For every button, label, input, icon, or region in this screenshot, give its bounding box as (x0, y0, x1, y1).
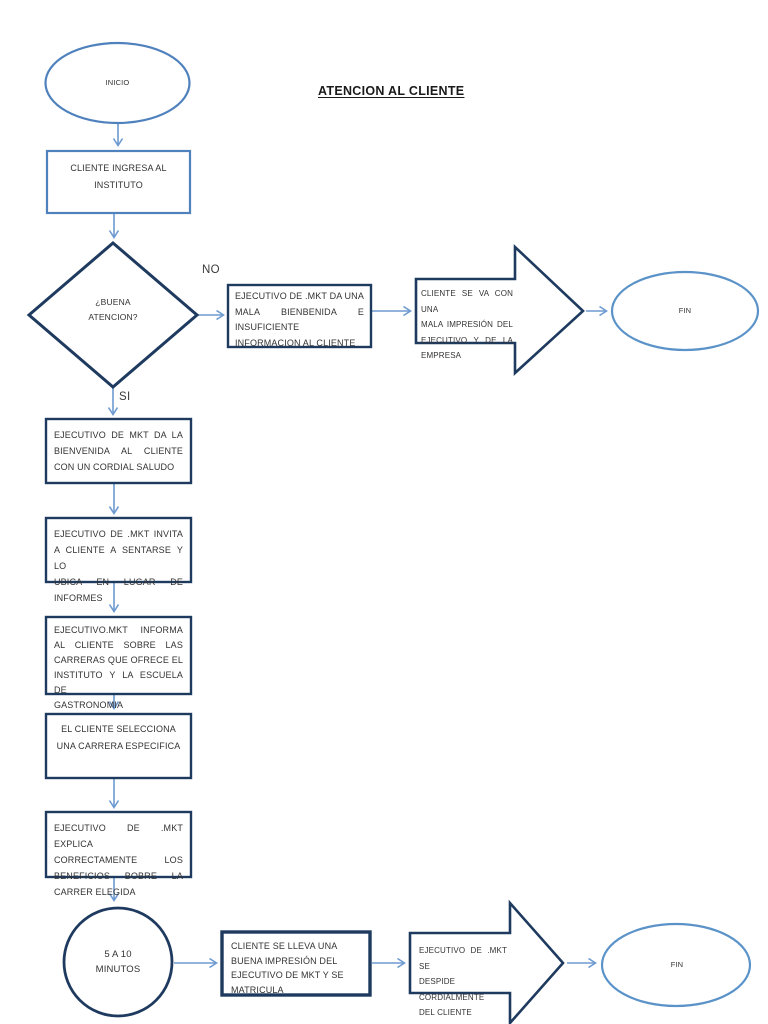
text-line: CON UN CORDIAL SALUDO (54, 462, 175, 472)
text-line: INICIO (105, 78, 130, 87)
page-title: ATENCION AL CLIENTE (318, 84, 465, 98)
informa-carreras-label: EJECUTIVO.MKT INFORMA AL CLIENTE SOBRE L… (54, 623, 183, 713)
text-line: CLIENTE SE LLEVA UNA (231, 941, 338, 951)
fin-si-label: FIN (604, 928, 750, 1002)
text-line: EJECUTIVO DE MKT Y SE (231, 970, 344, 980)
branch-label-si: SI (119, 391, 131, 403)
cliente-ingresa-rect (45, 149, 192, 215)
text-line: INFORMES (54, 593, 103, 603)
text-line: FIN (678, 306, 692, 315)
text-line: CARRERAS QUE OFRECE EL (54, 655, 183, 665)
text-line: EJECUTIVO DE MKT DA LA (54, 430, 183, 440)
cliente-se-va-block-arrow (414, 243, 585, 376)
text-line: EMPRESA (421, 351, 462, 360)
selecciona-carrera-label: EL CLIENTE SELECCIONA UNA CARRERA ESPECI… (54, 721, 183, 755)
bienvenida-cordial-rect (44, 417, 193, 485)
text-line: EJECUTIVO DE .MKT EXPLICA (54, 823, 183, 849)
text-line: BUENA IMPRESIÓN DEL (231, 955, 338, 966)
fin-no-ellipse (610, 270, 760, 352)
text-line: BIENVENIDA AL CLIENTE (54, 446, 183, 456)
text-line: EJECUTIVO DE .MKT DA UNA (235, 291, 364, 301)
text-line: EJECUTIVO DE .MKT SE (419, 946, 507, 971)
bienvenida-cordial-label: EJECUTIVO DE MKT DA LA BIENVENIDA AL CLI… (54, 427, 183, 475)
text-line: BENEFICIOS BOBRE LA (54, 871, 183, 881)
fin-no-label: FIN (612, 274, 758, 348)
text-line: INSTITUTO (94, 180, 143, 190)
text-line: 5 A 10 (104, 949, 132, 960)
text-line: CLIENTE SE VA CON UNA (421, 289, 513, 314)
informa-carreras-rect (44, 615, 193, 696)
text-line: DEL CLIENTE (419, 1008, 472, 1017)
selecciona-carrera-rect (44, 712, 193, 780)
text-line: INSUFICIENTE (235, 322, 300, 332)
text-line: EJECUTIVO DE .MKT INVITA (54, 529, 183, 539)
text-line: UBICA EN LUGAR DE (54, 577, 183, 587)
branch-label-no: NO (202, 264, 220, 276)
fin-si-ellipse (600, 922, 752, 1008)
invita-sentarse-label: EJECUTIVO DE .MKT INVITA A CLIENTE A SEN… (54, 526, 183, 606)
text-line: A CLIENTE A SENTARSE Y LO (54, 545, 183, 571)
invita-sentarse-rect (44, 516, 193, 584)
buena-atencion-diamond (26, 241, 200, 389)
buena-impresion-label: CLIENTE SE LLEVA UNA BUENA IMPRESIÓN DEL… (231, 939, 362, 997)
text-line: EJECUTIVO Y DE LA (421, 335, 513, 345)
despedida-block-arrow (408, 899, 565, 1024)
text-line: MALA BIENBENIDA E (235, 306, 364, 317)
text-line: AL CLIENTE SOBRE LAS (54, 640, 183, 650)
text-line: CORRECTAMENTE LOS (54, 855, 183, 865)
explica-beneficios-label: EJECUTIVO DE .MKT EXPLICA CORRECTAMENTE … (54, 820, 183, 900)
text-line: CARRER ELEGIDA (54, 887, 136, 897)
mala-bienvenida-rect (226, 283, 373, 349)
text-line: MALA IMPRESIÓN DEL (421, 320, 513, 329)
text-line: INFORMACION AL CLIENTE (235, 337, 356, 348)
duracion-label: 5 A 10 MINUTOS (64, 910, 172, 1014)
text-line: CLIENTE INGRESA AL (70, 163, 167, 173)
text-line: INSTITUTO Y LA ESCUELA DE (54, 670, 183, 695)
explica-beneficios-rect (44, 810, 193, 879)
inicio-ellipse (44, 41, 191, 125)
inicio-label: INICIO (47, 45, 188, 121)
text-line: EJECUTIVO.MKT INFORMA (54, 625, 183, 635)
buena-impresion-rect (220, 930, 372, 997)
text-line: ¿BUENA (95, 297, 131, 307)
despedida-label: EJECUTIVO DE .MKT SE DESPIDE CORDIALMENT… (419, 943, 507, 1021)
text-line: EL CLIENTE SELECCIONA (61, 724, 176, 734)
text-line: GASTRONOMIA (54, 700, 124, 710)
buena-atencion-label: ¿BUENA ATENCION? (63, 295, 163, 325)
cliente-se-va-label: CLIENTE SE VA CON UNA MALA IMPRESIÓN DEL… (421, 286, 513, 364)
text-line: FIN (670, 960, 684, 969)
text-line: MINUTOS (95, 964, 141, 975)
text-line: DESPIDE CORDIALMENTE (419, 977, 485, 1002)
cliente-ingresa-label: CLIENTE INGRESA AL INSTITUTO (55, 160, 182, 194)
text-line: UNA CARRERA ESPECIFICA (56, 741, 181, 751)
text-line: ATENCION? (88, 312, 138, 322)
duracion-circle (62, 906, 174, 1018)
mala-bienvenida-label: EJECUTIVO DE .MKT DA UNA MALA BIENBENIDA… (235, 289, 364, 351)
text-line: MATRICULA (231, 984, 284, 995)
